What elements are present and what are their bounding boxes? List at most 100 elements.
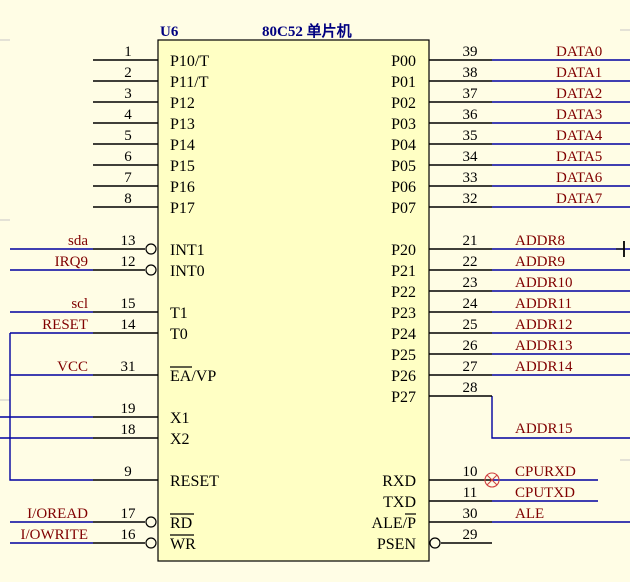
pin-number: 10 — [463, 464, 478, 480]
pin-number: 21 — [463, 233, 478, 249]
pin-name: P27 — [391, 389, 416, 406]
pin-name: RXD — [382, 473, 416, 490]
pin-name: P06 — [391, 179, 416, 196]
pin-name: P07 — [391, 200, 416, 217]
no-connect-marker — [484, 472, 500, 488]
pin-name: P17 — [170, 200, 195, 217]
net-label: IRQ9 — [55, 254, 88, 270]
pin-number: 23 — [463, 275, 478, 291]
pin-name: P15 — [170, 158, 195, 175]
left-pin-column: 1P10/T2P11/T3P124P135P146P157P168P1713IN… — [21, 44, 220, 553]
net-label: ALE — [515, 506, 544, 522]
pin-name: INT1 — [170, 242, 205, 259]
net-label: ADDR13 — [515, 338, 573, 354]
pin-name: P05 — [391, 158, 416, 175]
net-label: ADDR8 — [515, 233, 565, 249]
grid-marks — [0, 29, 630, 461]
pin-name: PSEN — [377, 536, 417, 553]
pin-number: 36 — [463, 107, 479, 123]
pin-name: P03 — [391, 116, 416, 133]
pin-name: P23 — [391, 305, 416, 322]
chip-type-label: 80C52 单片机 — [262, 22, 352, 40]
pin-number: 31 — [121, 359, 136, 375]
net-label: ADDR10 — [515, 275, 573, 291]
pin-number: 30 — [463, 506, 478, 522]
pin-name: P01 — [391, 74, 416, 91]
net-label: DATA5 — [556, 149, 602, 165]
pin-number: 15 — [121, 296, 136, 312]
pin-number: 39 — [463, 44, 478, 60]
net-label: I/OWRITE — [21, 527, 88, 543]
chip-body[interactable] — [157, 39, 430, 562]
pin-name: P12 — [170, 95, 195, 112]
pin-name: P10/T — [170, 53, 209, 70]
pin-number: 7 — [124, 170, 132, 186]
pin-number: 1 — [124, 44, 132, 60]
chip-reference: U6 — [160, 24, 179, 40]
pin-number: 28 — [463, 380, 478, 396]
net-label: DATA7 — [556, 191, 603, 207]
pin-number: 24 — [463, 296, 479, 312]
pin-number: 22 — [463, 254, 478, 270]
pin-name: TXD — [383, 494, 416, 511]
pin-name: P26 — [391, 368, 416, 385]
pin-name: P02 — [391, 95, 416, 112]
pin-number: 3 — [124, 86, 132, 102]
pin-name: P25 — [391, 347, 416, 364]
pin-number: 13 — [121, 233, 136, 249]
net-label: DATA0 — [556, 44, 602, 60]
pin-name: X2 — [170, 431, 190, 448]
net-label: ADDR15 — [515, 421, 573, 437]
pin-name: P16 — [170, 179, 195, 196]
pin-number: 35 — [463, 128, 478, 144]
net-label: DATA6 — [556, 170, 603, 186]
pin-name: INT0 — [170, 263, 205, 280]
pin-number: 9 — [124, 464, 132, 480]
pin-number: 5 — [124, 128, 132, 144]
pin-number: 27 — [463, 359, 479, 375]
pin-number: 4 — [124, 107, 132, 123]
net-label: CPURXD — [515, 464, 576, 480]
pin-name: P22 — [391, 284, 416, 301]
pin-number: 26 — [463, 338, 479, 354]
pin-number: 12 — [121, 254, 136, 270]
